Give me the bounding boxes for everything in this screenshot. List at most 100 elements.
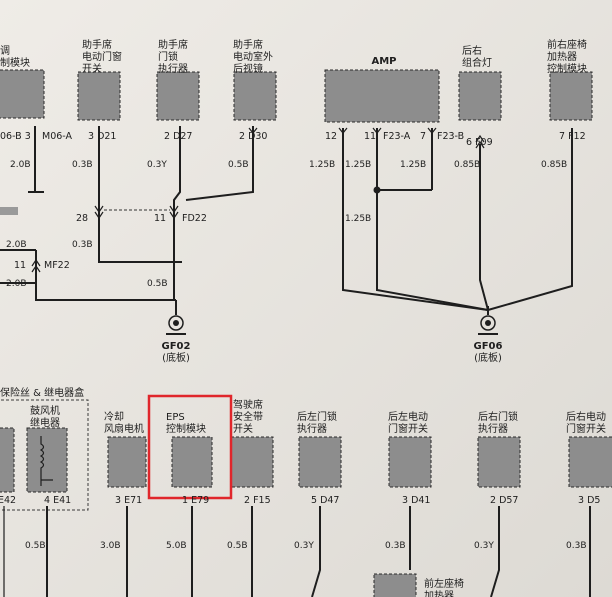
left-tab-fragment [0, 207, 18, 215]
pin-e71: 3 E71 [115, 495, 142, 506]
pin-m06b: 06-B 3 [0, 131, 31, 142]
splice-dot [373, 186, 381, 194]
component-box-left-ctrl [0, 69, 45, 119]
fuse-box-frame [0, 399, 89, 511]
wire-f12 [487, 128, 573, 311]
ground-gf02 [166, 315, 186, 335]
pin-f23b: F23-B [437, 131, 464, 142]
label-rl-lock: 后左门锁执行器 [297, 410, 337, 435]
relay-coil [39, 436, 53, 486]
pin-d41: 3 D41 [402, 495, 430, 506]
connector-f09 [475, 134, 485, 149]
wire-label-e41: 0.5B [25, 541, 46, 551]
pin-mf22: MF22 [44, 260, 70, 271]
pin-e42: E42 [0, 495, 16, 506]
label-d27: 助手席门锁执行器 [158, 38, 188, 75]
label-rl-win: 后左电动门窗开关 [388, 410, 428, 435]
component-box-belt [230, 436, 274, 488]
wire-label-f09: 0.85B [454, 160, 480, 170]
pin-mf22-n: 11 [14, 260, 26, 271]
wire-label-f15: 0.5B [227, 541, 248, 551]
wire-left-stub [0, 249, 36, 284]
wire-label-amp11: 1.25B [345, 160, 371, 170]
pin-amp7: 7 [420, 131, 426, 142]
label-d30: 助手席电动室外后视镜 [233, 38, 273, 75]
wire-label-amp7: 1.25B [400, 160, 426, 170]
wire-d57 [490, 506, 500, 597]
label-d21: 助手席电动门窗开关 [82, 38, 122, 75]
wire-d21 [98, 126, 182, 263]
pin-f12: 7 F12 [559, 131, 586, 142]
label-f12: 前右座椅加热器控制模块 [547, 38, 587, 75]
component-box-relay-left [0, 427, 15, 493]
connector-d30 [248, 127, 258, 134]
wire-label-mf-bot: 2.0B [6, 279, 27, 289]
wire-label-gf02: 0.5B [147, 279, 168, 289]
pin-e79: 1 E79 [182, 495, 209, 506]
label-left-ctrl: 调制模块 [0, 45, 30, 69]
wire-label-mf-top: 2.0B [6, 240, 27, 250]
wire-label-f12: 0.85B [541, 160, 567, 170]
wire-label-d5x: 0.3B [566, 541, 587, 551]
label-fan: 冷却风扇电机 [104, 410, 144, 435]
eps-highlight [147, 394, 233, 500]
component-box-amp [324, 69, 440, 123]
ground-label-gf06: GF06 [474, 341, 503, 352]
wire-label-d47: 0.3Y [294, 541, 314, 551]
ground-sub-gf06: (底板) [474, 351, 502, 364]
ground-sub-gf02: (底板) [162, 351, 190, 364]
wire-amp-mid [376, 190, 489, 311]
wire-label-d30: 0.5B [228, 160, 249, 170]
wire-label-amp-mid: 1.25B [345, 214, 371, 224]
component-box-eps [171, 436, 213, 488]
label-fuse-box: 保险丝 & 继电器盒 [0, 386, 84, 399]
wire-label-d57: 0.3Y [474, 541, 494, 551]
wire-m06 [28, 126, 44, 193]
component-box-d30 [233, 71, 277, 121]
label-belt: 驾驶席安全带开关 [233, 398, 263, 435]
ground-gf06 [478, 315, 498, 335]
wire-d47 [311, 506, 321, 597]
wire-amp12 [342, 128, 489, 311]
wire-d27 [173, 126, 181, 300]
component-box-rr-win [568, 436, 612, 488]
wire-label-d27: 0.3Y [147, 160, 167, 170]
wire-label-fd28: 0.3B [72, 240, 93, 250]
pin-d47: 5 D47 [311, 495, 339, 506]
label-fl-seat: 前左座椅加热器 [424, 577, 464, 597]
pin-d27: 2 D27 [164, 131, 192, 142]
pin-f09: 6 F09 [466, 137, 493, 148]
pin-f15: 2 F15 [244, 495, 271, 506]
component-box-f09 [458, 71, 502, 121]
connector-amp [338, 127, 437, 134]
pin-m06a: M06-A [42, 131, 73, 142]
wire-label-e71: 3.0B [100, 541, 121, 551]
pin-amp11: 11 [364, 131, 376, 142]
label-amp: AMP [371, 56, 396, 67]
component-box-d21 [77, 71, 121, 121]
pin-amp12: 12 [325, 131, 337, 142]
ground-label-gf02: GF02 [162, 341, 191, 352]
component-box-d27 [156, 71, 200, 121]
label-f09: 后右组合灯 [462, 44, 492, 69]
pin-d30: 2 D30 [239, 131, 267, 142]
component-box-relay [26, 427, 68, 493]
pin-fd22-n: 11 [154, 213, 166, 224]
connector-fd22-28 [94, 205, 104, 220]
wire-f09 [479, 144, 489, 311]
wire-label-d41: 0.3B [385, 541, 406, 551]
connector-mf22 [31, 258, 41, 273]
label-relay: 鼓风机继电器 [30, 404, 60, 429]
label-rr-lock: 后右门锁执行器 [478, 410, 518, 435]
wire-label-amp12: 1.25B [309, 160, 335, 170]
pin-f23a: F23-A [383, 131, 411, 142]
pin-d5x: 3 D5 [578, 495, 600, 506]
component-box-fan [107, 436, 147, 488]
component-box-rl-lock [298, 436, 342, 488]
wire-d30 [185, 126, 254, 201]
wire-label-m06: 2.0B [10, 160, 31, 170]
pin-fd28: 28 [76, 213, 88, 224]
component-box-rr-lock [477, 436, 521, 488]
